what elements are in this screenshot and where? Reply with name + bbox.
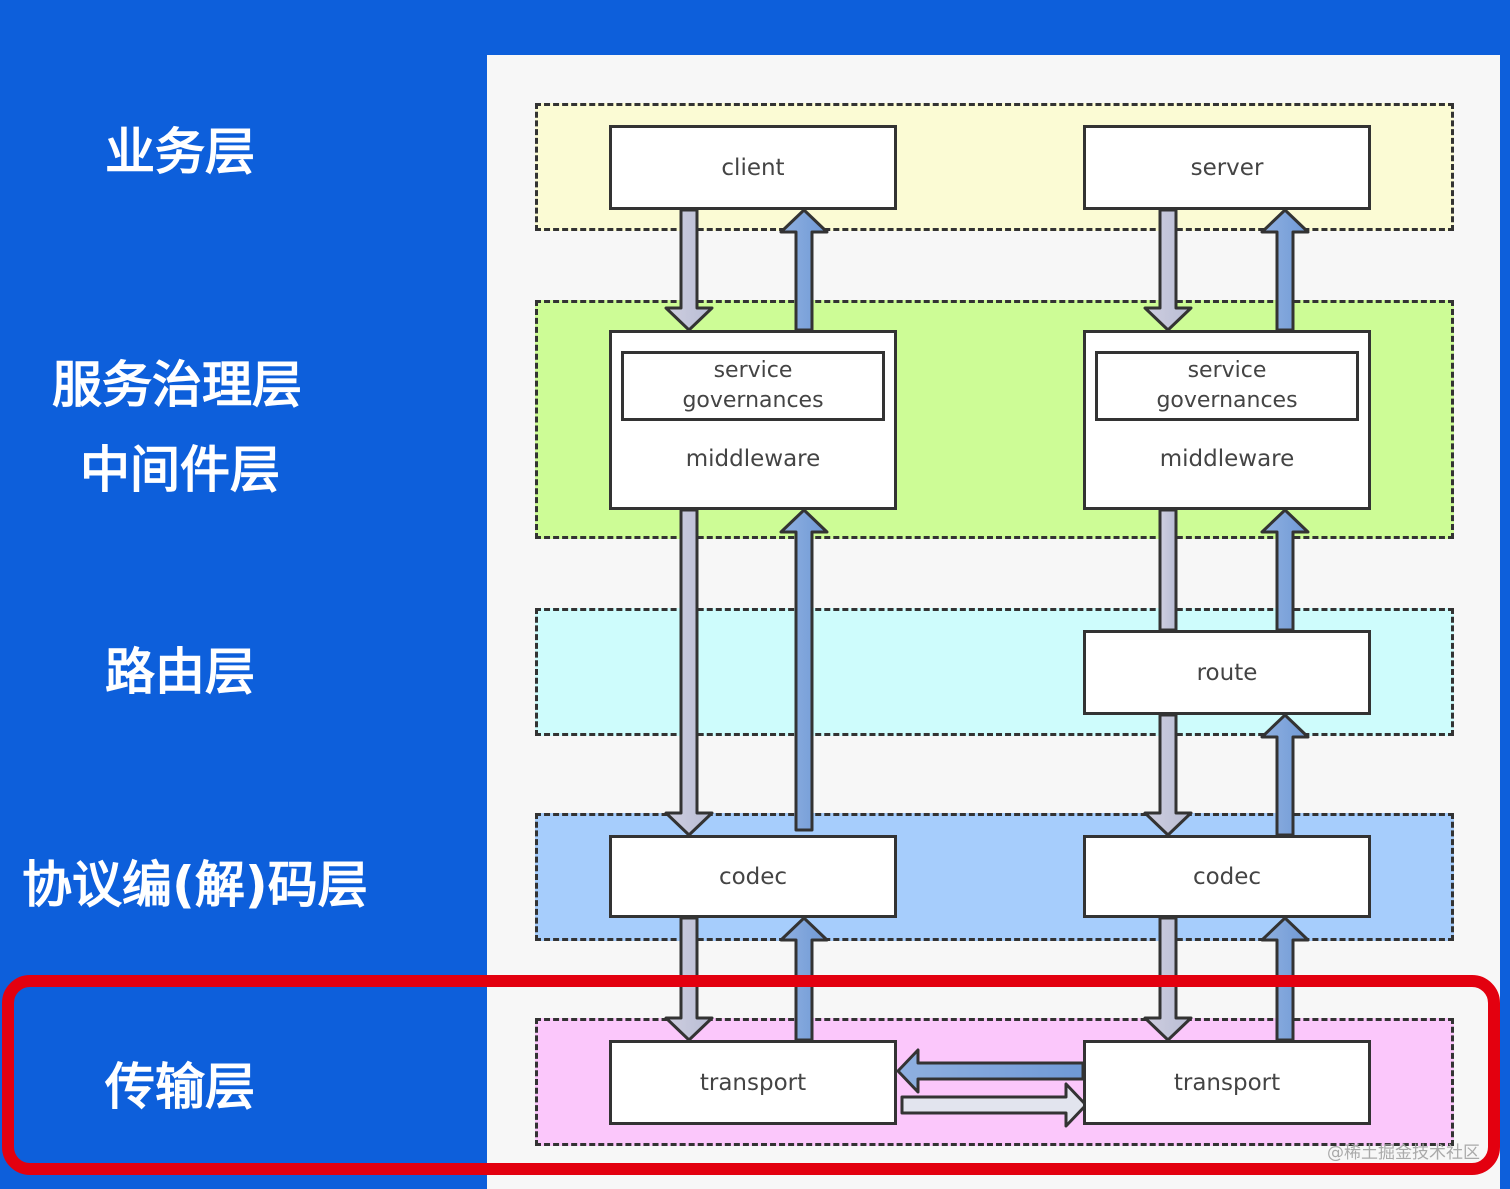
client-box: client <box>609 125 897 210</box>
arrow-up-codec-route <box>1260 713 1310 837</box>
server-box: server <box>1083 125 1371 210</box>
service-governance-left-line1: service <box>713 358 793 384</box>
route-label: route <box>1196 659 1258 686</box>
arrow-up-route-mw <box>1260 508 1310 632</box>
service-governance-box-left: service governances <box>621 351 885 421</box>
layer-label-transport: 传输层 <box>105 1058 255 1116</box>
arrow-down-mw-route <box>1158 508 1178 632</box>
watermark: @稀土掘金技术社区 <box>1327 1143 1480 1163</box>
layer-label-governance: 服务治理层 <box>52 356 302 414</box>
client-label: client <box>721 154 785 181</box>
arrow-up-mw-client <box>779 208 829 332</box>
transport-left-label: transport <box>699 1069 807 1096</box>
service-governance-box-right: service governances <box>1095 351 1359 421</box>
transport-box-right: transport <box>1083 1040 1371 1125</box>
route-box: route <box>1083 630 1371 715</box>
server-label: server <box>1190 154 1264 181</box>
service-governance-right-line2: governances <box>1156 388 1298 413</box>
codec-left-label: codec <box>718 863 788 890</box>
arrow-down-client-mw <box>664 208 714 332</box>
layer-label-middleware: 中间件层 <box>80 441 280 499</box>
codec-box-left: codec <box>609 835 897 918</box>
codec-right-label: codec <box>1192 863 1262 890</box>
middleware-label-right: middleware <box>1159 446 1295 472</box>
arrow-up-mw-server <box>1260 208 1310 332</box>
arrow-right-to-left-transport <box>896 1048 1085 1094</box>
middleware-label-left: middleware <box>685 446 821 472</box>
service-governance-left-line2: governances <box>682 388 824 413</box>
transport-box-left: transport <box>609 1040 897 1125</box>
arrow-down-server-mw <box>1143 208 1193 332</box>
codec-box-right: codec <box>1083 835 1371 918</box>
arrow-down-mw-codec <box>664 508 714 837</box>
layer-label-routing: 路由层 <box>105 643 255 701</box>
service-governance-right-line1: service <box>1187 358 1267 384</box>
arrow-left-to-right-transport <box>900 1082 1088 1128</box>
layer-label-business: 业务层 <box>105 123 255 181</box>
layer-label-codec: 协议编(解)码层 <box>22 856 368 914</box>
transport-layer-highlight <box>2 975 1500 1175</box>
arrow-down-route-codec <box>1143 713 1193 837</box>
arrow-up-codec-mw <box>779 508 829 832</box>
transport-right-label: transport <box>1173 1069 1281 1096</box>
